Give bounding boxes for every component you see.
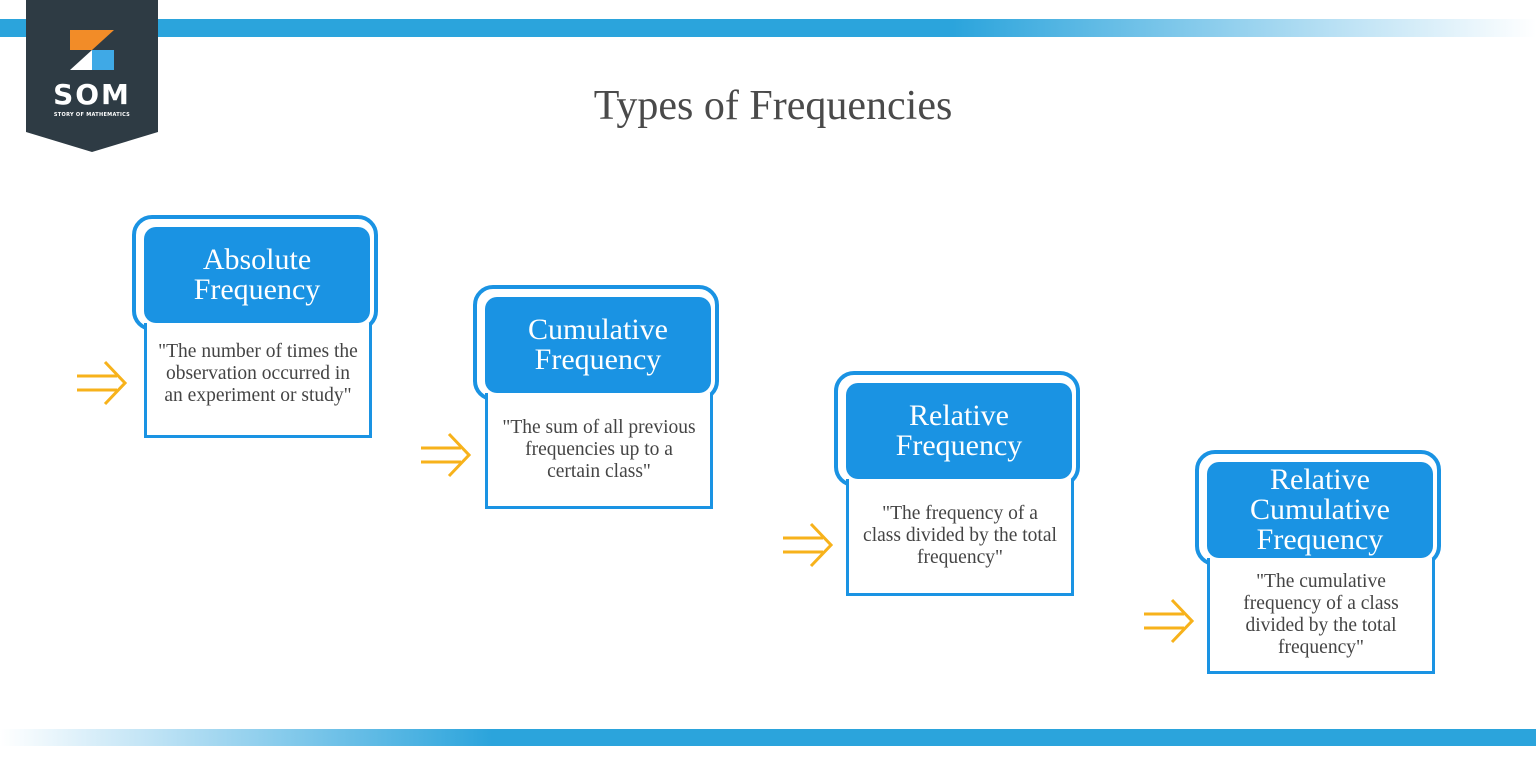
card-heading: Relative Frequency	[846, 383, 1072, 479]
card-heading: Relative Cumulative Frequency	[1207, 462, 1433, 558]
card-description-box: "The cumulative frequency of a class div…	[1207, 558, 1435, 674]
card-heading: Absolute Frequency	[144, 227, 370, 323]
card-description: "The number of times the observation occ…	[158, 341, 358, 406]
card-description: "The frequency of a class divided by the…	[863, 503, 1057, 568]
card-heading-line: Relative	[909, 399, 1009, 432]
logo-subtitle: STORY OF MATHEMATICS	[53, 112, 131, 118]
double-right-arrow-icon	[77, 360, 127, 406]
page-title: Types of Frequencies	[593, 83, 953, 129]
card-description-box: "The number of times the observation occ…	[144, 323, 372, 438]
card-heading-line: Cumulative	[1250, 493, 1390, 526]
logo-wordmark: SOM	[53, 78, 131, 111]
card-heading-line: Relative	[1270, 463, 1370, 496]
card-description: "The cumulative frequency of a class div…	[1243, 570, 1399, 658]
top-accent-band	[0, 19, 1536, 37]
card-description: "The sum of all previous frequencies up …	[502, 416, 696, 482]
double-right-arrow-icon	[1144, 598, 1194, 644]
card-description-box: "The sum of all previous frequencies up …	[485, 393, 713, 509]
card-heading-line: Frequency	[534, 343, 662, 376]
card-description-box: "The frequency of a class divided by the…	[846, 479, 1074, 596]
card-heading-line: Frequency	[1256, 523, 1384, 556]
card-heading-line: Cumulative	[528, 313, 668, 346]
double-right-arrow-icon	[421, 432, 471, 478]
card-heading-line: Frequency	[895, 429, 1023, 462]
bottom-accent-band	[0, 729, 1536, 746]
som-logo: SOM STORY OF MATHEMATICS	[26, 0, 158, 152]
card-heading: Cumulative Frequency	[485, 297, 711, 393]
card-heading-line: Frequency	[193, 273, 321, 306]
double-right-arrow-icon	[783, 522, 833, 568]
card-heading-line: Absolute	[202, 243, 312, 276]
